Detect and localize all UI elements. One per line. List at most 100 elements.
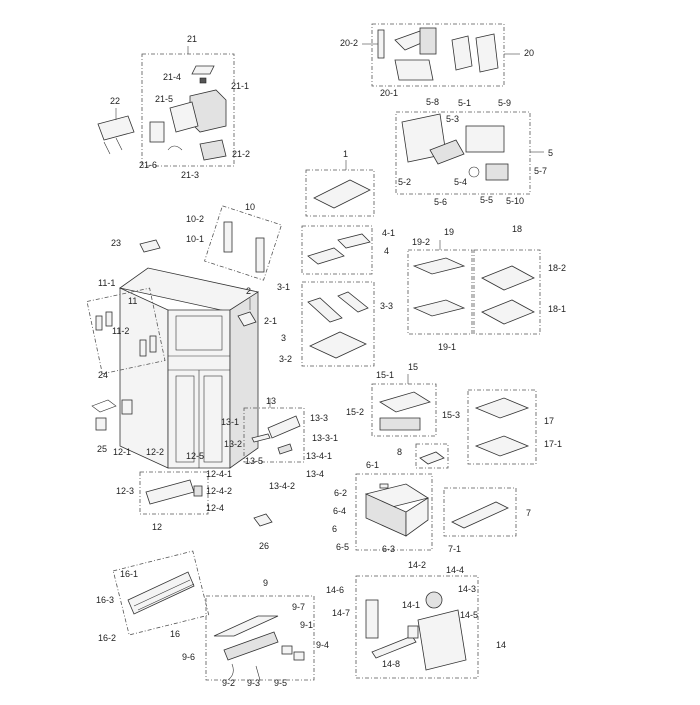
part-17-1	[474, 435, 530, 457]
part-12-4	[193, 485, 203, 497]
callout-label-2: 2	[246, 286, 251, 296]
group-7-box	[443, 487, 517, 537]
group-3	[301, 281, 375, 367]
group-17-box	[467, 389, 537, 465]
bucket-cover-a	[451, 35, 473, 71]
part-6-1	[379, 483, 389, 489]
part-11-1b	[105, 311, 113, 327]
callout-label-14-6: 14-6	[326, 585, 344, 595]
icemaker-bracket	[149, 121, 165, 143]
callout-label-17: 17	[544, 416, 554, 426]
callout-label-5: 5	[548, 148, 553, 158]
part-4-bin-a	[307, 247, 345, 265]
callout-label-21: 21	[187, 34, 197, 44]
part-9-4	[281, 645, 293, 655]
group-20-box	[371, 23, 505, 87]
part-16-assembly	[127, 571, 195, 615]
callout-label-16-1: 16-1	[120, 569, 138, 579]
part-18-1	[481, 299, 535, 325]
callout-label-5-4: 5-4	[454, 177, 467, 187]
callout-label-5-1: 5-1	[458, 98, 471, 108]
callout-label-9-6: 9-6	[182, 652, 195, 662]
icemaker-fan	[199, 139, 227, 161]
callout-label-9-3: 9-3	[247, 678, 260, 688]
group-22	[97, 108, 135, 155]
group-18	[473, 249, 541, 335]
callout-label-11-2: 11-2	[112, 326, 129, 336]
callout-label-13-4: 13-4	[306, 469, 324, 479]
part-14-5-panel	[417, 609, 467, 671]
callout-label-19: 19	[444, 227, 454, 237]
part-11-2a	[139, 339, 147, 357]
group-10	[204, 205, 282, 281]
group-12	[139, 471, 209, 515]
callout-label-9-7: 9-7	[292, 602, 305, 612]
callout-label-14-2: 14-2	[408, 560, 426, 570]
group-11-box	[86, 287, 166, 375]
callout-label-13-4-1: 13-4-1	[306, 451, 332, 461]
callout-label-5-6: 5-6	[434, 197, 447, 207]
part-21-4-tray	[191, 65, 215, 75]
callout-label-6-4: 6-4	[333, 506, 346, 516]
callout-label-10-2: 10-2	[186, 214, 204, 224]
callout-label-13-3: 13-3	[310, 413, 328, 423]
part-26	[253, 513, 273, 527]
group-10-box	[204, 205, 282, 281]
part-14-6	[407, 625, 419, 639]
callout-label-21-4: 21-4	[163, 72, 181, 82]
callout-label-21-6: 21-6	[139, 160, 157, 170]
ice-bucket	[394, 59, 434, 81]
callout-label-4-1: 4-1	[382, 228, 395, 238]
group-2	[237, 298, 257, 327]
part-15-2	[379, 417, 421, 431]
part-1-shelf	[313, 179, 371, 209]
callout-label-21-2: 21-2	[232, 149, 250, 159]
icemaker-mold	[169, 101, 199, 133]
callout-label-21-3: 21-3	[181, 170, 199, 180]
callout-label-22: 22	[110, 96, 120, 106]
part-12-3	[145, 479, 195, 505]
callout-label-16-3: 16-3	[96, 595, 114, 605]
part-5-1-housing	[465, 125, 505, 153]
part-14-7	[365, 599, 379, 639]
group-9	[205, 595, 315, 681]
callout-label-9-1: 9-1	[300, 620, 313, 630]
callout-label-13-4-2: 13-4-2	[269, 481, 295, 491]
group-6-box	[355, 473, 433, 551]
group-13	[243, 398, 305, 463]
group-15	[371, 374, 437, 437]
part-9-7-panel	[213, 615, 279, 637]
group-1-box	[305, 169, 375, 217]
group-13-box	[243, 407, 305, 463]
callout-label-6-5: 6-5	[336, 542, 349, 552]
callout-label-26: 26	[259, 541, 269, 551]
part-23	[139, 239, 161, 253]
part-6-drawer-side	[405, 497, 429, 537]
callout-label-14-7: 14-7	[332, 608, 350, 618]
callout-label-5-3: 5-3	[446, 114, 459, 124]
group-5-box	[395, 111, 531, 195]
callout-label-9-2: 9-2	[222, 678, 235, 688]
part-20-2	[377, 29, 385, 59]
fridge-cabinet	[119, 267, 259, 469]
part-13-2	[251, 433, 271, 443]
callout-label-14: 14	[496, 640, 506, 650]
part-13-3	[267, 415, 301, 439]
callout-label-15-2: 15-2	[346, 407, 364, 417]
group-21	[141, 46, 235, 167]
group-6	[355, 473, 433, 551]
part-22	[97, 115, 135, 141]
callout-label-12-4-1: 12-4-1	[206, 469, 232, 479]
callout-label-1: 1	[343, 149, 348, 159]
callout-label-5-5: 5-5	[480, 195, 493, 205]
callout-label-6-3: 6-3	[382, 544, 395, 554]
group-3-box	[301, 281, 375, 367]
group-4-box	[301, 225, 373, 275]
cabinet-label-plate	[121, 399, 133, 415]
group-7	[443, 487, 517, 537]
group-1	[305, 160, 375, 217]
callout-label-21-1: 21-1	[231, 81, 249, 91]
callout-label-3: 3	[281, 333, 286, 343]
part-13-4	[277, 443, 293, 455]
